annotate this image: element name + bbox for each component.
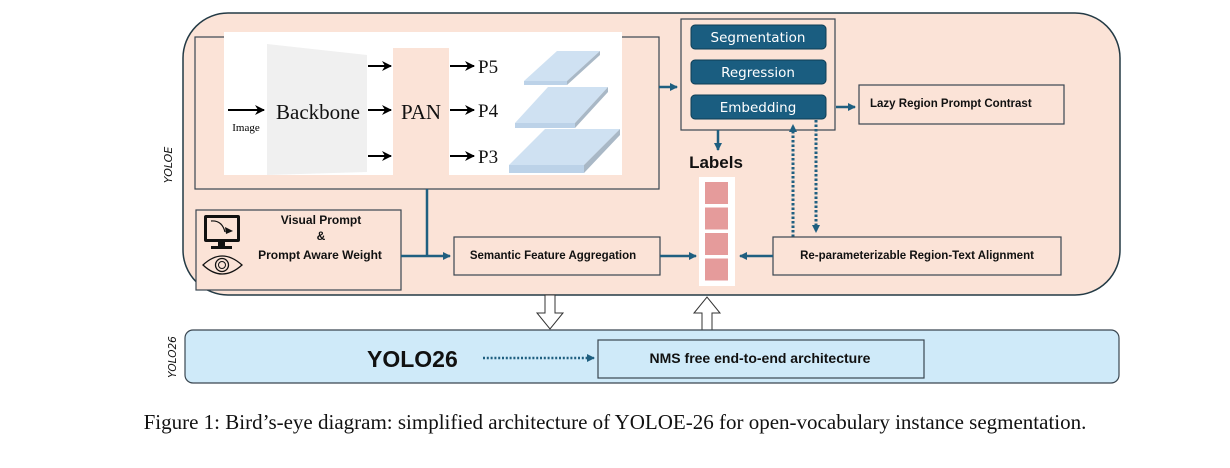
pan-label: PAN (401, 100, 441, 124)
head-regression-label: Regression (721, 65, 795, 81)
semantic-feature-box (453, 236, 661, 276)
visual-prompt-line1: Visual Prompt (281, 213, 361, 227)
lazy-region-label: Lazy Region Prompt Contrast (870, 98, 1032, 110)
feature-map-p4 (515, 87, 608, 128)
label-cell (705, 233, 728, 255)
output-p4: P4 (478, 101, 499, 122)
nms-label: NMS free end-to-end architecture (650, 350, 871, 366)
backbone-label: Backbone (276, 100, 360, 124)
yoloe-side-label: YOLOE (162, 147, 175, 184)
head-regression (690, 59, 827, 85)
up-hollow-arrow (692, 296, 722, 331)
image-label: Image (232, 122, 260, 134)
pan-block (393, 48, 449, 175)
head-segmentation-label: Segmentation (711, 30, 806, 46)
nms-box (597, 339, 925, 379)
yolo26-title: YOLO26 (367, 346, 458, 372)
visual-prompt-line3: Prompt Aware Weight (258, 248, 382, 262)
reparam-box (772, 236, 1062, 276)
feature-map-p5 (524, 51, 600, 85)
label-cells (705, 182, 728, 281)
figure-caption: Figure 1: Bird’s-eye diagram: simplified… (143, 410, 1087, 434)
head-segmentation (690, 24, 827, 50)
head-panel (680, 18, 836, 131)
label-cell (705, 207, 728, 230)
lazy-region-box (858, 84, 1065, 125)
semantic-feature-label: Semantic Feature Aggregation (470, 250, 636, 262)
output-p5: P5 (478, 57, 498, 78)
visual-prompt-line2: & (317, 229, 326, 243)
feature-map-p3 (509, 129, 620, 173)
label-cell (705, 182, 728, 204)
head-embedding-label: Embedding (720, 100, 797, 116)
monitor-icon (204, 215, 240, 249)
reparam-label: Re-parameterizable Region-Text Alignment (800, 250, 1034, 262)
output-p3: P3 (478, 147, 498, 168)
yolo26-side-label: YOLO26 (167, 336, 179, 378)
down-hollow-arrow (535, 294, 565, 330)
label-cell (705, 258, 728, 281)
labels-title: Labels (689, 153, 743, 172)
architecture-diagram: YOLOE Image Backbone PAN P5 P4 P3 Segmen… (162, 12, 1121, 384)
head-embedding (690, 94, 827, 120)
backbone-block (267, 44, 367, 175)
eye-icon (202, 255, 243, 275)
